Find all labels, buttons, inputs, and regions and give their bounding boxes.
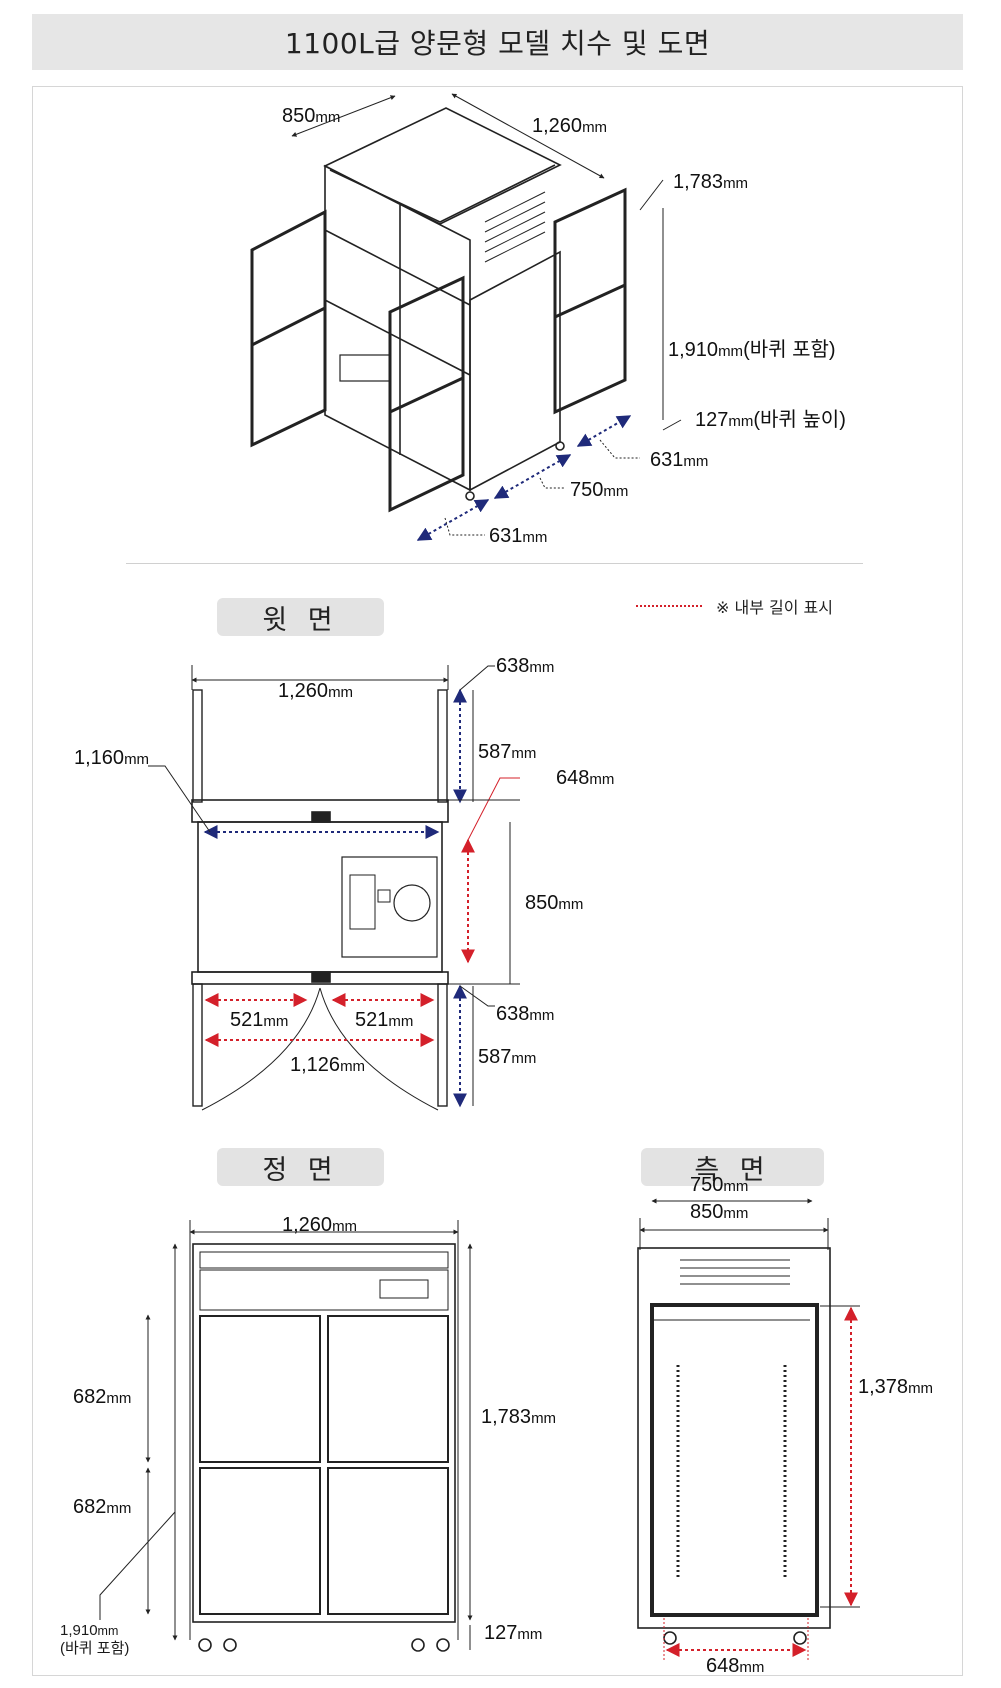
section-divider bbox=[126, 563, 863, 564]
title-bar: 1100L급 양문형 모델 치수 및 도면 bbox=[32, 14, 963, 70]
bottom-door-inner-label: 587mm bbox=[478, 1046, 537, 1068]
iso-wheel-height-label: 127mm(바퀴 높이) bbox=[695, 409, 846, 431]
legend: ※ 내부 길이 표시 bbox=[636, 594, 833, 618]
iso-inner-width-label: 750mm bbox=[570, 479, 629, 501]
front-width-label: 1,260mm bbox=[282, 1214, 358, 1236]
side-view-heading: 측 면 bbox=[641, 1148, 824, 1186]
iso-width-label: 1,260mm bbox=[532, 115, 608, 137]
top-door-left-width-label: 521mm bbox=[230, 1009, 289, 1031]
top-door-outer-label: 638mm bbox=[496, 655, 555, 677]
front-wheel-label: 127mm bbox=[484, 1622, 543, 1644]
top-inner-width-label: 1,160mm bbox=[74, 747, 150, 769]
front-height-label: 1,783mm bbox=[481, 1406, 557, 1428]
top-width-label: 1,260mm bbox=[278, 680, 354, 702]
isometric-view bbox=[250, 93, 682, 541]
bottom-door-outer-label: 638mm bbox=[496, 1003, 555, 1025]
iso-height-label: 1,783mm bbox=[673, 171, 749, 193]
top-door-right-width-label: 521mm bbox=[355, 1009, 414, 1031]
iso-depth-label: 850mm bbox=[282, 105, 341, 127]
side-view bbox=[637, 1198, 860, 1662]
side-depth-label: 850mm bbox=[690, 1201, 749, 1223]
side-inner-depth-label: 750mm bbox=[690, 1174, 749, 1196]
front-door-upper-label: 682mm bbox=[73, 1386, 132, 1408]
legend-text: ※ 내부 길이 표시 bbox=[716, 598, 833, 617]
front-total-height-note: 1,910mm(바퀴 포함) bbox=[60, 1622, 130, 1657]
front-door-lower-label: 682mm bbox=[73, 1496, 132, 1518]
iso-door-left-label: 631mm bbox=[489, 525, 548, 547]
top-view-heading: 윗 면 bbox=[217, 598, 384, 636]
front-view-heading: 정 면 bbox=[217, 1148, 384, 1186]
top-door-inner-label: 587mm bbox=[478, 741, 537, 763]
top-door-opening-label: 1,126mm bbox=[290, 1054, 366, 1076]
top-depth-label: 850mm bbox=[525, 892, 584, 914]
iso-total-height-label: 1,910mm(바퀴 포함) bbox=[668, 339, 836, 361]
iso-door-right-label: 631mm bbox=[650, 449, 709, 471]
side-inner-height-label: 1,378mm bbox=[858, 1376, 934, 1398]
drawing-frame bbox=[32, 86, 963, 1676]
top-view bbox=[148, 665, 520, 1111]
top-inner-depth-label: 648mm bbox=[556, 767, 615, 789]
legend-swatch bbox=[636, 605, 702, 607]
side-inner-depth-bottom-label: 648mm bbox=[706, 1655, 765, 1677]
front-view bbox=[99, 1220, 473, 1652]
page-title: 1100L급 양문형 모델 치수 및 도면 bbox=[284, 27, 711, 60]
